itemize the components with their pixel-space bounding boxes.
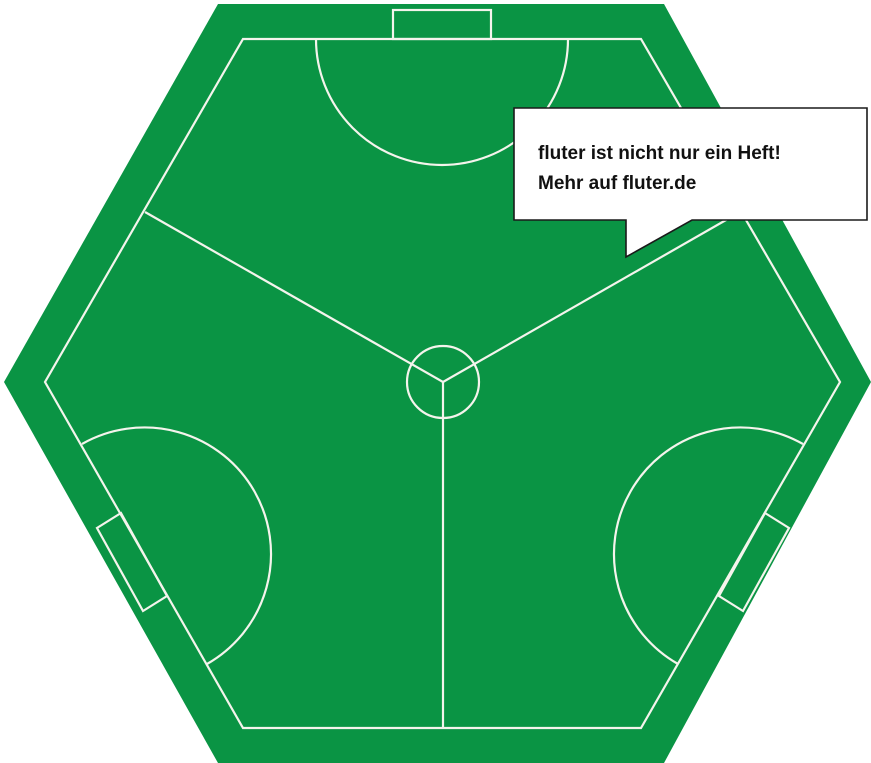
bubble-text-line-1: fluter ist nicht nur ein Heft! xyxy=(538,139,868,169)
field-surface xyxy=(4,4,871,763)
bubble-text-line-2: Mehr auf fluter.de xyxy=(538,169,868,199)
speech-bubble-text: fluter ist nicht nur ein Heft! Mehr auf … xyxy=(538,139,868,199)
